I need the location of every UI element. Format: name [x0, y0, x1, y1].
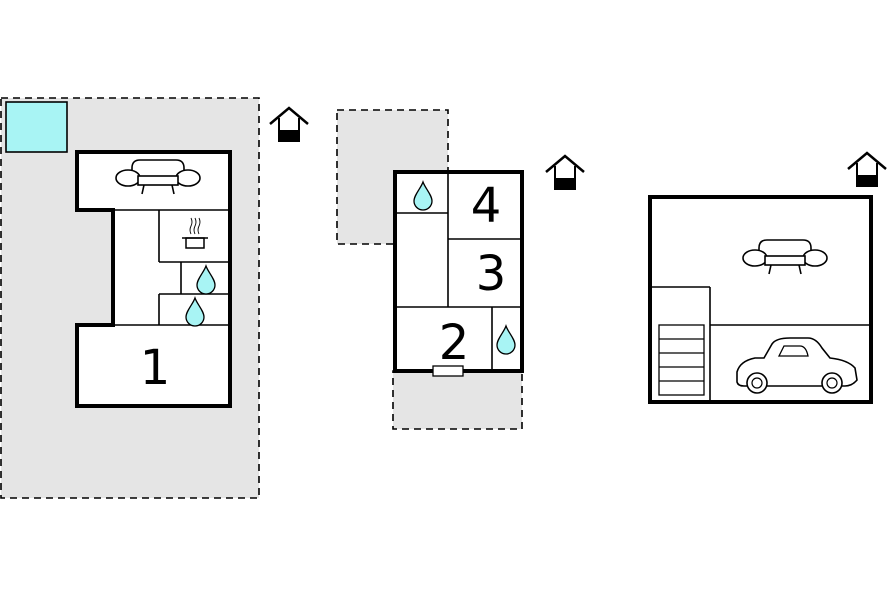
floor-level-icon — [544, 154, 586, 191]
window — [432, 365, 464, 377]
basement-floor-plan — [648, 151, 888, 404]
ground-floor-plan: 1 — [0, 97, 310, 499]
room-number-4: 4 — [471, 178, 502, 234]
room-number-1: 1 — [140, 340, 171, 396]
balcony-area — [336, 109, 449, 245]
room-number-3: 3 — [476, 246, 507, 302]
car-icon — [736, 337, 858, 394]
ground-floor-outline — [77, 152, 230, 406]
room-number-2: 2 — [439, 315, 470, 371]
upper-floor-plan: 4 3 2 — [336, 109, 586, 430]
cooking-pot-icon — [182, 217, 208, 249]
pool — [5, 101, 68, 153]
floor-level-icon — [268, 106, 310, 143]
floor-level-icon — [846, 151, 888, 188]
terrace-area — [392, 370, 523, 430]
stairs-icon — [658, 324, 705, 396]
